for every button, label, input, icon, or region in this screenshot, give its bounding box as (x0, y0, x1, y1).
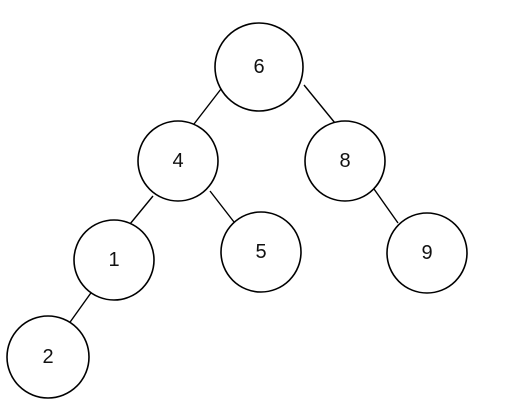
node-circle (220, 211, 302, 293)
node-label: 8 (339, 150, 350, 172)
edge-4-5 (209, 190, 235, 223)
node-circle (304, 120, 386, 202)
node-label: 5 (255, 241, 266, 263)
node-label: 9 (421, 242, 432, 264)
node-circle (73, 219, 155, 301)
tree-node-8: 8 (304, 120, 386, 202)
node-label: 2 (42, 346, 53, 368)
node-circle (6, 315, 90, 399)
node-label: 1 (108, 249, 119, 271)
tree-node-6: 6 (214, 22, 304, 112)
edge-4-1 (129, 195, 154, 225)
node-circle (137, 120, 219, 202)
node-circle (214, 22, 304, 112)
tree-node-9: 9 (386, 212, 468, 294)
node-circle (386, 212, 468, 294)
tree-node-5: 5 (220, 211, 302, 293)
tree-node-4: 4 (137, 120, 219, 202)
node-label: 6 (253, 56, 264, 78)
tree-node-2: 2 (6, 315, 90, 399)
node-label: 4 (172, 150, 183, 172)
edge-1-2 (67, 289, 94, 326)
tree-node-1: 1 (73, 219, 155, 301)
edge-8-9 (373, 188, 399, 224)
edge-6-8 (303, 84, 336, 124)
edge-6-4 (193, 88, 222, 125)
